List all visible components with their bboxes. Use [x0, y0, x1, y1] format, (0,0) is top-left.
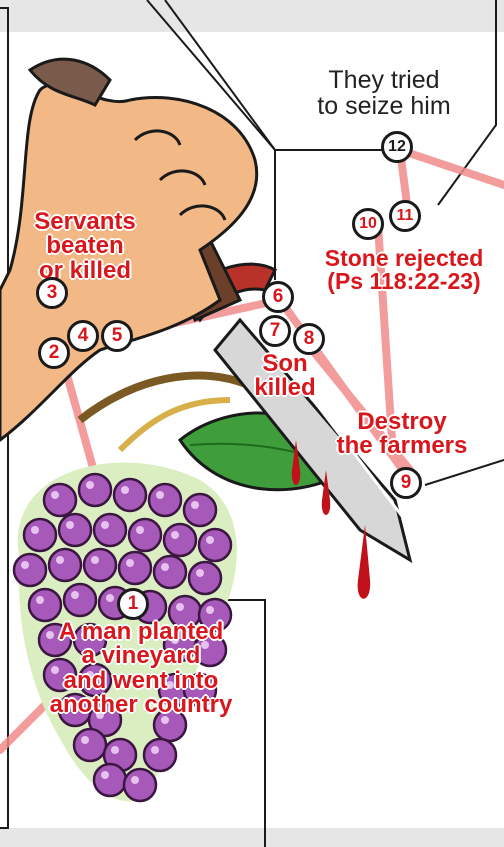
- grape-highlight: [86, 481, 94, 489]
- vineyard-line-4: another country: [25, 693, 257, 717]
- son-killed-label: Son killed: [240, 352, 330, 401]
- grape-berry: [49, 549, 81, 581]
- marker-4: 4: [67, 320, 99, 352]
- seize-line-1: They tried: [300, 68, 468, 94]
- grape-highlight: [206, 536, 214, 544]
- grape-highlight: [176, 603, 184, 611]
- marker-3: 3: [36, 277, 68, 309]
- grape-highlight: [121, 486, 129, 494]
- grape-highlight: [101, 521, 109, 529]
- grape-berry: [154, 556, 186, 588]
- marker-6: 6: [262, 281, 294, 313]
- grape-highlight: [31, 526, 39, 534]
- servants-line-2: beaten: [20, 234, 150, 258]
- grape-highlight: [191, 501, 199, 509]
- seize-label: They tried to seize him: [300, 68, 468, 119]
- grape-highlight: [101, 771, 109, 779]
- stone-line-2: (Ps 118:22-23): [305, 270, 503, 293]
- marker-7: 7: [259, 315, 291, 347]
- vineyard-label: A man planted a vineyard and went into a…: [25, 620, 257, 718]
- grape-berry: [94, 514, 126, 546]
- grape-highlight: [151, 746, 159, 754]
- grape-berry: [64, 584, 96, 616]
- grape-berry: [184, 494, 216, 526]
- marker-8: 8: [293, 323, 325, 355]
- servants-line-1: Servants: [20, 210, 150, 234]
- marker-1: 1: [117, 588, 149, 620]
- grape-highlight: [111, 746, 119, 754]
- grape-highlight: [56, 556, 64, 564]
- son-line-2: killed: [240, 376, 330, 400]
- grape-berry: [74, 729, 106, 761]
- grape-berry: [129, 519, 161, 551]
- vineyard-line-1: A man planted: [25, 620, 257, 644]
- son-line-1: Son: [240, 352, 330, 376]
- grape-berry: [164, 524, 196, 556]
- grape-berry: [94, 764, 126, 796]
- destroy-line-2: the farmers: [322, 434, 482, 458]
- grape-berry: [149, 484, 181, 516]
- grape-highlight: [206, 606, 214, 614]
- marker-9: 9: [390, 467, 422, 499]
- grape-highlight: [81, 736, 89, 744]
- grape-highlight: [71, 591, 79, 599]
- bottom-band: [0, 828, 504, 847]
- marker-11: 11: [389, 200, 421, 232]
- grape-berry: [189, 562, 221, 594]
- grape-highlight: [196, 569, 204, 577]
- grape-highlight: [156, 491, 164, 499]
- grape-berry: [114, 479, 146, 511]
- grape-highlight: [131, 776, 139, 784]
- grape-berry: [59, 514, 91, 546]
- grape-berry: [29, 589, 61, 621]
- stone-rejected-label: Stone rejected (Ps 118:22-23): [305, 247, 503, 294]
- grape-highlight: [21, 561, 29, 569]
- vineyard-line-2: a vineyard: [25, 644, 257, 668]
- destroy-farmers-label: Destroy the farmers: [322, 410, 482, 459]
- grape-highlight: [161, 563, 169, 571]
- seize-line-2: to seize him: [300, 94, 468, 120]
- servants-line-3: or killed: [20, 259, 150, 283]
- grape-berry: [144, 739, 176, 771]
- grape-highlight: [136, 526, 144, 534]
- grape-highlight: [66, 521, 74, 529]
- servants-label: Servants beaten or killed: [20, 210, 150, 283]
- grape-highlight: [106, 594, 114, 602]
- marker-5: 5: [101, 320, 133, 352]
- grape-berry: [199, 529, 231, 561]
- top-band: [0, 0, 504, 32]
- grape-highlight: [51, 491, 59, 499]
- grape-berry: [124, 769, 156, 801]
- stone-line-1: Stone rejected: [305, 247, 503, 270]
- grape-highlight: [171, 531, 179, 539]
- marker-12: 12: [381, 131, 413, 163]
- marker-10: 10: [352, 208, 384, 240]
- grape-berry: [119, 552, 151, 584]
- grape-berry: [79, 474, 111, 506]
- grape-berry: [14, 554, 46, 586]
- vineyard-line-3: and went into: [25, 669, 257, 693]
- grape-highlight: [36, 596, 44, 604]
- grape-berry: [84, 549, 116, 581]
- grape-highlight: [91, 556, 99, 564]
- destroy-line-1: Destroy: [322, 410, 482, 434]
- marker-2: 2: [38, 337, 70, 369]
- grape-berry: [44, 484, 76, 516]
- grape-berry: [24, 519, 56, 551]
- grape-highlight: [126, 559, 134, 567]
